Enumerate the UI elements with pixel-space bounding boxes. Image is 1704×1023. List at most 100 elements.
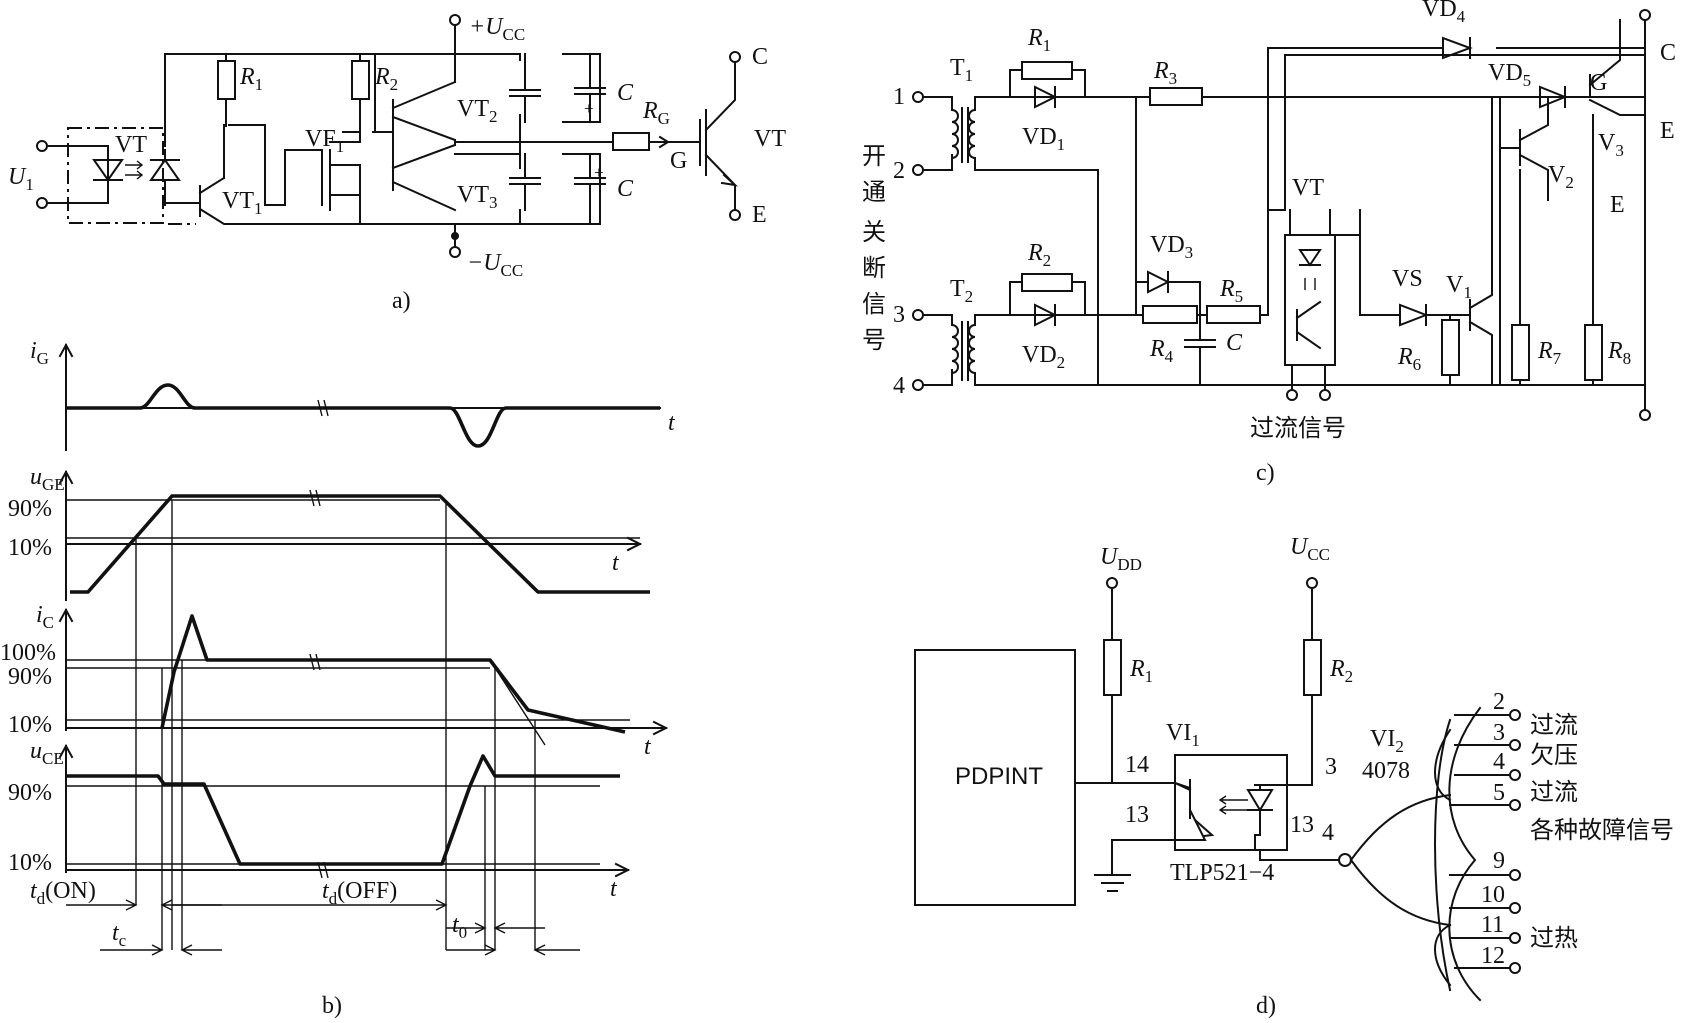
label-opto-vt: VT	[115, 132, 147, 158]
input-label-7: 过热	[1530, 924, 1578, 952]
t-axis-2: t	[612, 550, 620, 576]
label-cap-bot: C	[617, 176, 634, 202]
label-d-r2: R2	[1329, 656, 1353, 686]
label-v1: V1	[1446, 272, 1472, 302]
terminal-4: 4	[893, 373, 905, 399]
terminal-3: 3	[893, 302, 905, 328]
label-c-emitter: E	[1660, 118, 1675, 144]
label-vd2: VD2	[1022, 342, 1065, 372]
level-10-uge: 10%	[8, 535, 52, 561]
signal-char-2: 关	[862, 218, 886, 246]
panel-d-labels: UDD UCC R1 R2 PDPINT VI1 VI2 4078 TLP521…	[955, 534, 1674, 1019]
label-c-gate: G	[1590, 70, 1607, 96]
panel-c-labels: 1 2 3 4 T1 T2 开 通 关 断 信 号 R1 VD1 R2 VD2 …	[862, 0, 1676, 486]
label-vd1: VD1	[1022, 124, 1065, 154]
panel-c-circuit	[912, 9, 1651, 421]
input-terminal-bottom	[36, 197, 48, 209]
level-10-ic: 10%	[8, 712, 52, 738]
label-fault-signals: 各种故障信号	[1530, 816, 1674, 844]
label-c-r2: R2	[1027, 240, 1051, 270]
label-cap-top: C	[617, 80, 634, 106]
label-vs: VS	[1392, 266, 1423, 292]
input-pin-3: 5	[1493, 780, 1505, 806]
tlp521-box	[1174, 754, 1288, 851]
label-r1: R1	[239, 64, 263, 94]
label-overcurrent-signal: 过流信号	[1250, 414, 1346, 442]
label-rg: RG	[642, 98, 670, 128]
label-uce: uCE	[30, 738, 64, 768]
label-vd5: VD5	[1488, 60, 1531, 90]
level-90-uce: 90%	[8, 780, 52, 806]
panel-d-circuit	[914, 577, 1521, 1002]
label-igbt: VT	[754, 126, 786, 152]
level-90-ic: 90%	[8, 664, 52, 690]
label-tlp521: TLP521−4	[1170, 860, 1274, 886]
resistor-r2	[351, 60, 370, 100]
pin-13a: 13	[1125, 802, 1149, 828]
label-vi2: VI2	[1370, 726, 1404, 756]
label-vi1: VI1	[1166, 720, 1200, 750]
pin-3: 3	[1325, 754, 1337, 780]
label-c-vt: VT	[1292, 175, 1324, 201]
level-10-uce: 10%	[8, 850, 52, 876]
label-emitter: E	[752, 202, 767, 228]
signal-char-3: 断	[862, 254, 886, 282]
label-vd3: VD3	[1150, 232, 1193, 262]
level-90-uge: 90%	[8, 496, 52, 522]
pin-4: 4	[1322, 820, 1334, 846]
label-v2: V2	[1548, 162, 1574, 192]
signal-char-1: 通	[862, 178, 886, 206]
level-100-ic: 100%	[0, 640, 56, 666]
input-label-3: 过流	[1530, 778, 1578, 806]
wave-ic	[160, 614, 626, 734]
panel-a-circuit	[36, 14, 741, 258]
label-r7: R7	[1537, 338, 1562, 368]
label-td-off: td(OFF)	[322, 878, 397, 908]
label-collector: C	[752, 44, 768, 70]
resistor-r1	[217, 60, 236, 100]
label-c-collector: C	[1660, 40, 1676, 66]
input-label-0: 过流	[1530, 711, 1578, 739]
caption-c: c)	[1256, 460, 1275, 486]
or-gate-bubble	[1338, 853, 1352, 867]
plus-bot: +	[594, 163, 604, 182]
label-tc: tc	[112, 920, 127, 950]
caption-b: b)	[322, 993, 342, 1019]
t-axis-3: t	[644, 734, 652, 760]
label-c-emitter-2: E	[1610, 192, 1625, 218]
signal-char-5: 号	[862, 326, 886, 354]
resistor-rg	[612, 132, 650, 151]
t-axis-4: t	[610, 876, 618, 902]
label-vcc-pos: +UCC	[469, 14, 525, 44]
input-label-1: 欠压	[1530, 741, 1578, 769]
terminal-2: 2	[893, 158, 905, 184]
label-v3: V3	[1598, 130, 1624, 160]
input-pin-7: 12	[1481, 943, 1505, 969]
pdpint-block	[914, 649, 1076, 906]
label-vt3: VT3	[457, 182, 498, 212]
label-r5: R5	[1219, 276, 1243, 306]
wave-ig	[66, 383, 660, 448]
pin-13b: 13	[1290, 812, 1314, 838]
input-pin-2: 4	[1493, 749, 1505, 775]
label-vd4: VD4	[1422, 0, 1466, 26]
label-udd: UDD	[1100, 544, 1142, 574]
pin-14: 14	[1125, 752, 1149, 778]
label-u1: U1	[8, 164, 34, 194]
panel-b-waveforms	[58, 342, 669, 956]
label-td-on: td(ON)	[30, 878, 96, 908]
plus-top: +	[584, 99, 594, 118]
caption-a: a)	[392, 288, 411, 314]
label-vt1: VT1	[222, 188, 263, 218]
label-d-r1: R1	[1129, 656, 1153, 686]
label-vf1: VF1	[305, 126, 344, 156]
input-pin-0: 2	[1493, 689, 1505, 715]
label-gate: G	[670, 148, 687, 174]
terminal-1: 1	[893, 84, 905, 110]
label-uge: uGE	[30, 464, 65, 494]
input-pin-6: 11	[1481, 912, 1504, 938]
wave-uce	[66, 754, 620, 866]
label-t1: T1	[950, 55, 973, 85]
